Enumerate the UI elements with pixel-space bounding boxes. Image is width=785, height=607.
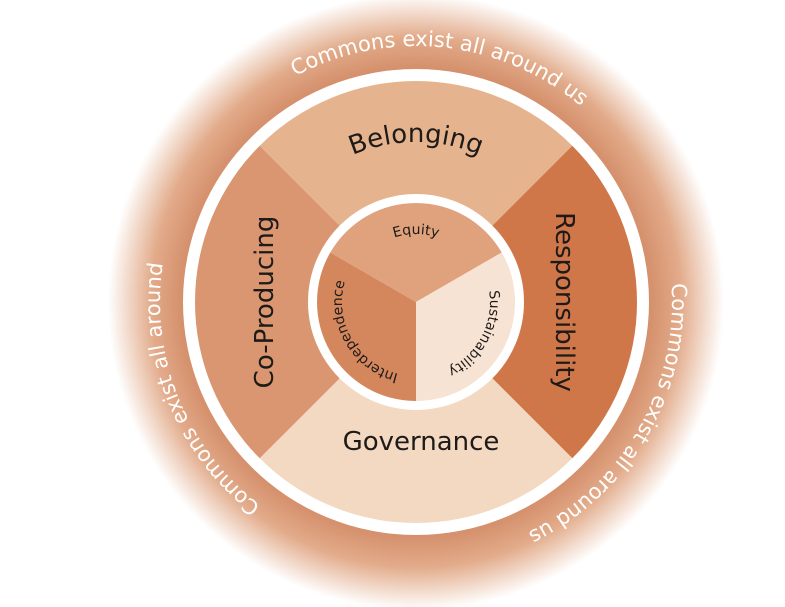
label-co-producing: Co-Producing [250, 216, 280, 389]
quadrant-responsibility [416, 145, 637, 459]
quadrant-belonging [259, 81, 573, 303]
quadrant-co-producing [195, 145, 416, 459]
label-governance: Governance [343, 427, 500, 457]
quadrant-governance [259, 302, 573, 523]
core-sustainability [416, 252, 515, 401]
label-equity: Equity [391, 222, 441, 241]
core-interdependence [317, 252, 416, 401]
label-responsibility: Responsibility [549, 212, 579, 392]
